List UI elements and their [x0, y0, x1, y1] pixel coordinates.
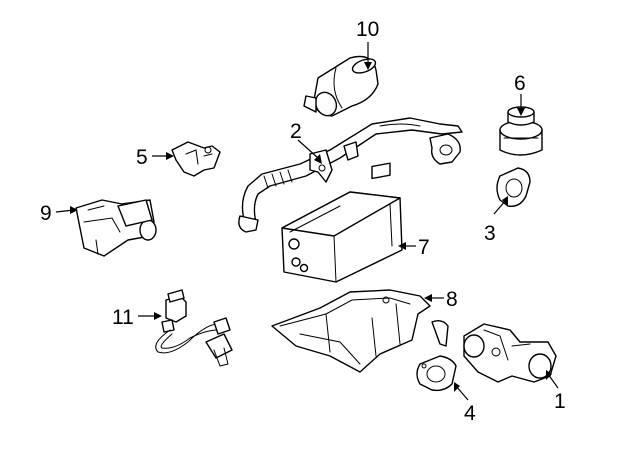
- callout-10: 10: [356, 18, 379, 70]
- callout-6-arrow: [517, 108, 525, 116]
- callout-1-leader: [547, 373, 559, 389]
- callout-2-arrow: [314, 154, 322, 164]
- callout-2-leader: [297, 139, 319, 159]
- vapor-filter[interactable]: [303, 55, 379, 119]
- oxygen-sensor[interactable]: [155, 289, 233, 367]
- callout-7-label: 7: [418, 236, 430, 259]
- purge-solenoid[interactable]: [75, 199, 157, 257]
- egr-valve-gasket[interactable]: [496, 167, 531, 207]
- callout-3-leader: [493, 199, 507, 215]
- callout-1: 1: [546, 370, 566, 413]
- callout-3: 3: [484, 196, 508, 245]
- callout-9-label: 9: [40, 202, 52, 225]
- vacuum-switching-valve[interactable]: [171, 141, 221, 177]
- egr-tube[interactable]: [238, 117, 463, 233]
- callout-8-label: 8: [446, 288, 458, 311]
- callout-6: 6: [514, 72, 526, 116]
- callout-11: 11: [112, 306, 162, 329]
- callout-11-label: 11: [112, 306, 134, 329]
- callout-4-leader: [455, 385, 469, 401]
- callout-4: 4: [454, 382, 476, 425]
- callout-2-label: 2: [290, 120, 302, 143]
- callout-4-label: 4: [464, 402, 476, 425]
- callout-10-arrow: [364, 62, 372, 70]
- callout-2: 2: [290, 120, 322, 164]
- callout-5-label: 5: [136, 146, 148, 169]
- callout-5-arrow: [166, 152, 174, 160]
- callout-5: 5: [136, 146, 174, 169]
- callout-8: 8: [424, 288, 458, 311]
- egr-valve[interactable]: [463, 323, 557, 383]
- charcoal-canister[interactable]: [281, 162, 403, 283]
- callout-9: 9: [40, 202, 78, 225]
- callout-3-arrow: [502, 196, 508, 206]
- callout-11-arrow: [154, 312, 162, 320]
- callout-6-label: 6: [514, 72, 526, 95]
- callout-1-label: 1: [554, 390, 566, 413]
- callout-4-arrow: [454, 382, 460, 392]
- callout-7-arrow: [398, 242, 406, 250]
- callout-10-label: 10: [356, 18, 379, 41]
- canister-bracket[interactable]: [271, 289, 449, 373]
- callout-7: 7: [398, 236, 430, 259]
- callout-3-label: 3: [484, 222, 496, 245]
- callout-8-arrow: [424, 294, 432, 302]
- egr-tube-gasket[interactable]: [416, 355, 457, 392]
- callout-9-arrow: [70, 206, 78, 214]
- callout-1-arrow: [546, 370, 552, 380]
